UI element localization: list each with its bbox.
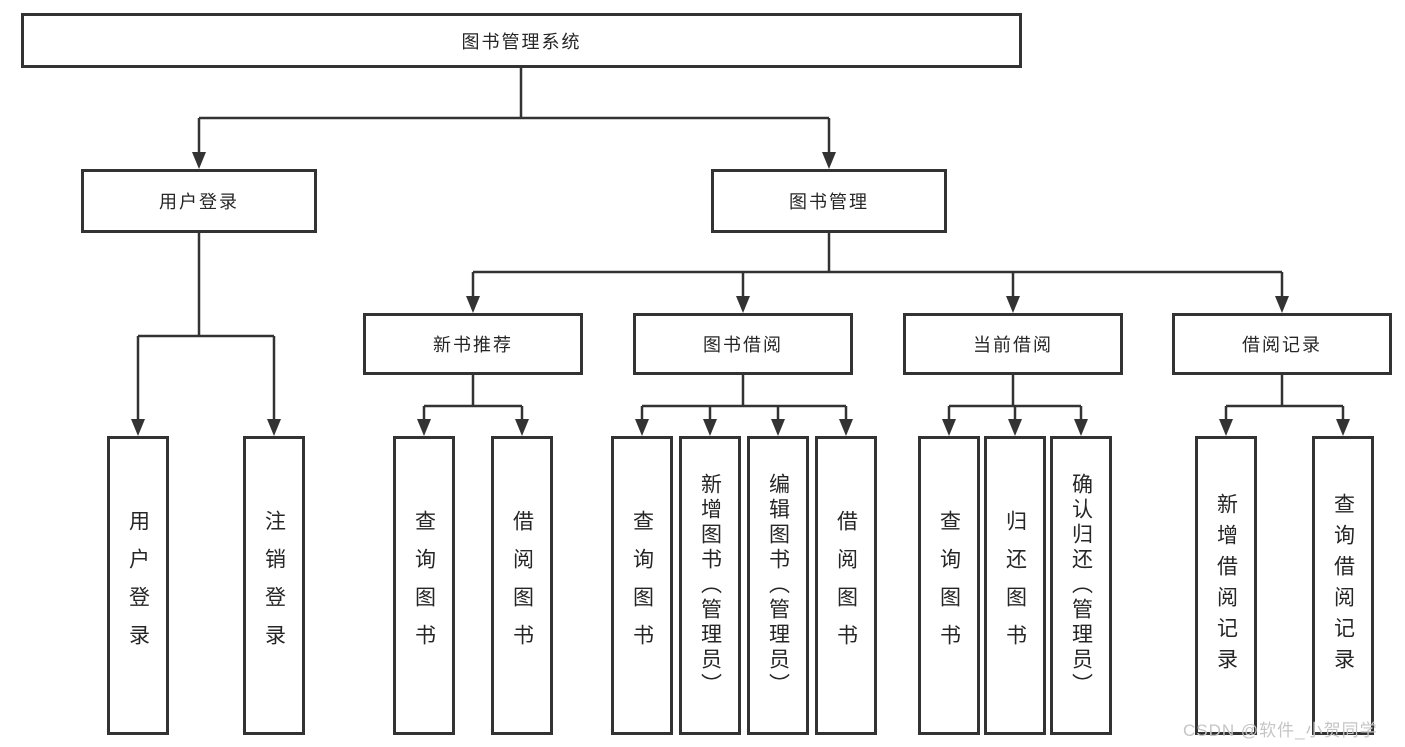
leaf-confirm-return-admin-label: 确认归还（管理员） [1069, 473, 1093, 698]
leaf-logout: 注销登录 [243, 436, 305, 735]
leaf-edit-books-admin: 编辑图书（管理员） [747, 436, 809, 735]
leaf-add-borrow-record-label: 新增借阅记录 [1214, 492, 1238, 679]
leaf-query-books-recommend: 查询图书 [393, 436, 455, 735]
leaf-query-books-recommend-label: 查询图书 [412, 509, 436, 662]
leaf-add-books-admin: 新增图书（管理员） [679, 436, 741, 735]
node-new-book-recommendation: 新书推荐 [363, 313, 583, 375]
leaf-return-books: 归还图书 [984, 436, 1046, 735]
leaf-user-login: 用户登录 [107, 436, 169, 735]
node-root-label: 图书管理系统 [461, 31, 582, 52]
leaf-query-borrow-record: 查询借阅记录 [1312, 436, 1374, 735]
leaf-logout-label: 注销登录 [262, 509, 286, 662]
node-borrowing-records-label: 借阅记录 [1242, 335, 1322, 355]
leaf-query-books-borrowing-label: 查询图书 [630, 509, 654, 662]
leaf-borrow-books-recommend-label: 借阅图书 [510, 509, 534, 662]
leaf-confirm-return-admin: 确认归还（管理员） [1050, 436, 1112, 735]
node-root: 图书管理系统 [21, 13, 1022, 68]
node-borrowing-records: 借阅记录 [1172, 313, 1392, 375]
leaf-add-books-admin-label: 新增图书（管理员） [698, 473, 722, 698]
leaf-borrow-books-recommend: 借阅图书 [491, 436, 553, 735]
node-book-borrowing: 图书借阅 [633, 313, 853, 375]
leaf-borrow-books-label: 借阅图书 [834, 509, 858, 662]
node-book-borrowing-label: 图书借阅 [703, 335, 783, 355]
leaf-return-books-label: 归还图书 [1003, 509, 1027, 662]
leaf-edit-books-admin-label: 编辑图书（管理员） [766, 473, 790, 698]
leaf-query-books-current: 查询图书 [918, 436, 980, 735]
leaf-borrow-books: 借阅图书 [815, 436, 877, 735]
leaf-query-books-borrowing: 查询图书 [611, 436, 673, 735]
node-book-management: 图书管理 [711, 169, 947, 233]
leaf-add-borrow-record: 新增借阅记录 [1195, 436, 1257, 735]
arrowheads [131, 152, 1350, 436]
node-new-book-recommendation-label: 新书推荐 [433, 335, 513, 355]
node-user-login: 用户登录 [81, 169, 317, 233]
node-book-management-label: 图书管理 [789, 192, 869, 212]
leaf-user-login-label: 用户登录 [126, 509, 150, 662]
leaf-query-borrow-record-label: 查询借阅记录 [1331, 492, 1355, 679]
node-current-borrowing: 当前借阅 [903, 313, 1123, 375]
node-current-borrowing-label: 当前借阅 [973, 335, 1053, 355]
leaf-query-books-current-label: 查询图书 [937, 509, 961, 662]
node-user-login-label: 用户登录 [159, 192, 239, 212]
csdn-watermark: CSDN @软件_小贺同学 [1183, 721, 1378, 740]
